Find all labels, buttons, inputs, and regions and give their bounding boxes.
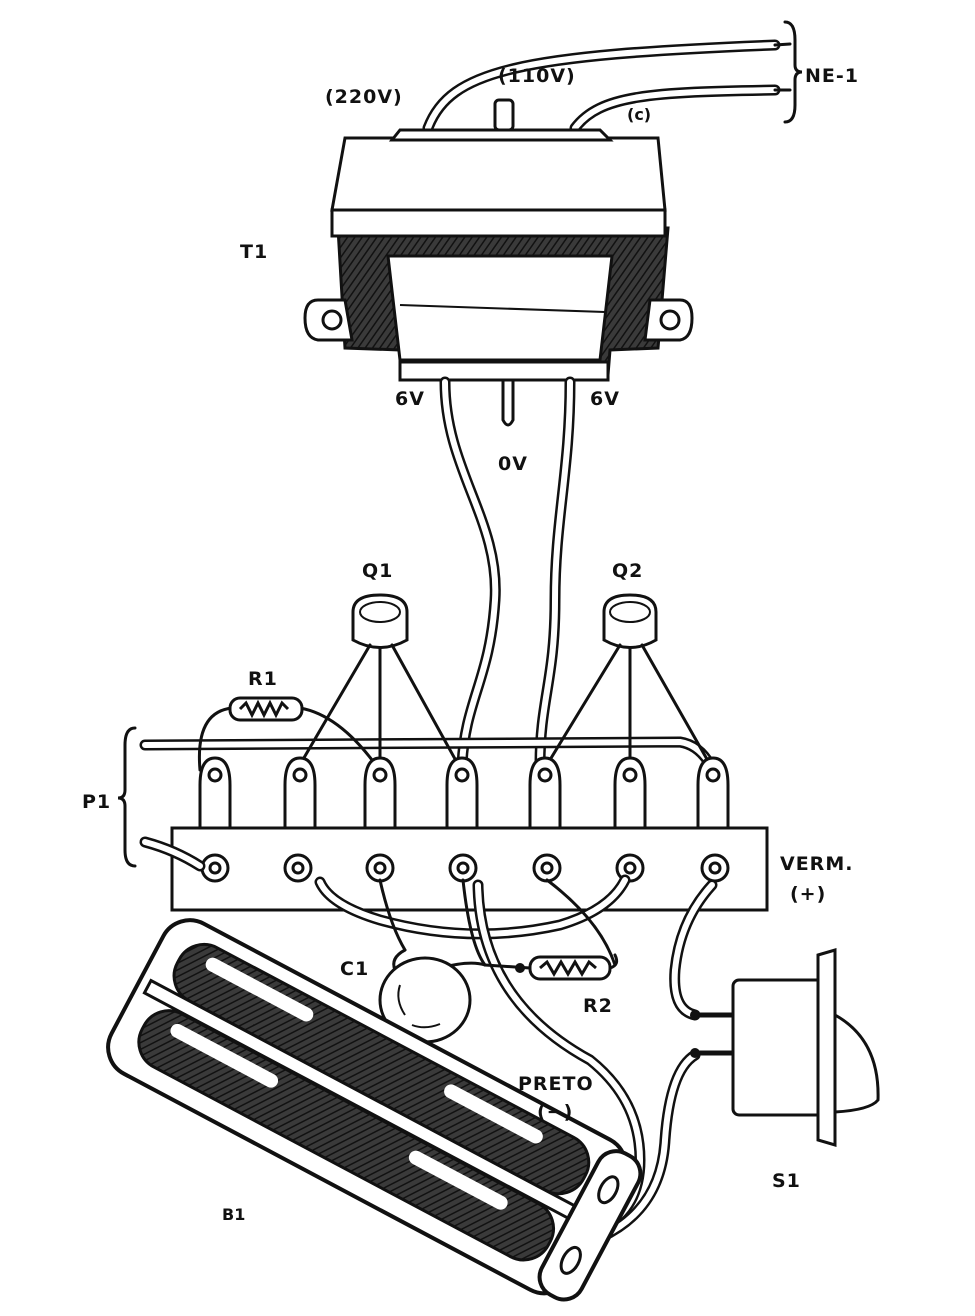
label-0v: 0V (498, 453, 528, 475)
resistor-r2 (483, 953, 619, 981)
label-c-tap: (c) (627, 105, 651, 124)
secondary-wires (439, 376, 576, 771)
transistor-q2 (543, 593, 714, 770)
terminal-lugs (198, 756, 730, 830)
resistor-r1 (197, 696, 380, 772)
p1-label: P1 (82, 791, 111, 813)
q1-label: Q1 (362, 560, 393, 582)
transistor-q1 (296, 593, 462, 770)
label-6v-left: 6V (395, 388, 425, 410)
ne1-bracket (783, 20, 803, 124)
label-110v: (110V) (498, 65, 576, 87)
terminal-strip-p1 (170, 756, 769, 912)
verm-label: VERM. (780, 853, 853, 875)
battery-holder-b1 (106, 918, 643, 1302)
switch-s1 (690, 947, 880, 1148)
q2-label: Q2 (612, 560, 643, 582)
transformer-t1 (303, 98, 694, 427)
ne1-label: NE-1 (805, 65, 859, 87)
p1-bracket (117, 726, 206, 872)
r1-label: R1 (248, 668, 278, 690)
plus-label: (+) (790, 883, 826, 905)
b1-label: B1 (222, 1205, 245, 1224)
preto-label: PRETO (518, 1073, 594, 1095)
r2-label: R2 (583, 995, 613, 1017)
t1-label: T1 (240, 241, 268, 263)
c1-label: C1 (340, 958, 369, 980)
label-6v-right: 6V (590, 388, 620, 410)
capacitor-c1 (378, 948, 487, 1044)
s1-label: S1 (772, 1170, 801, 1192)
minus-label: (−) (537, 1101, 573, 1123)
mains-wires (422, 39, 792, 134)
label-220v: (220V) (325, 86, 403, 108)
